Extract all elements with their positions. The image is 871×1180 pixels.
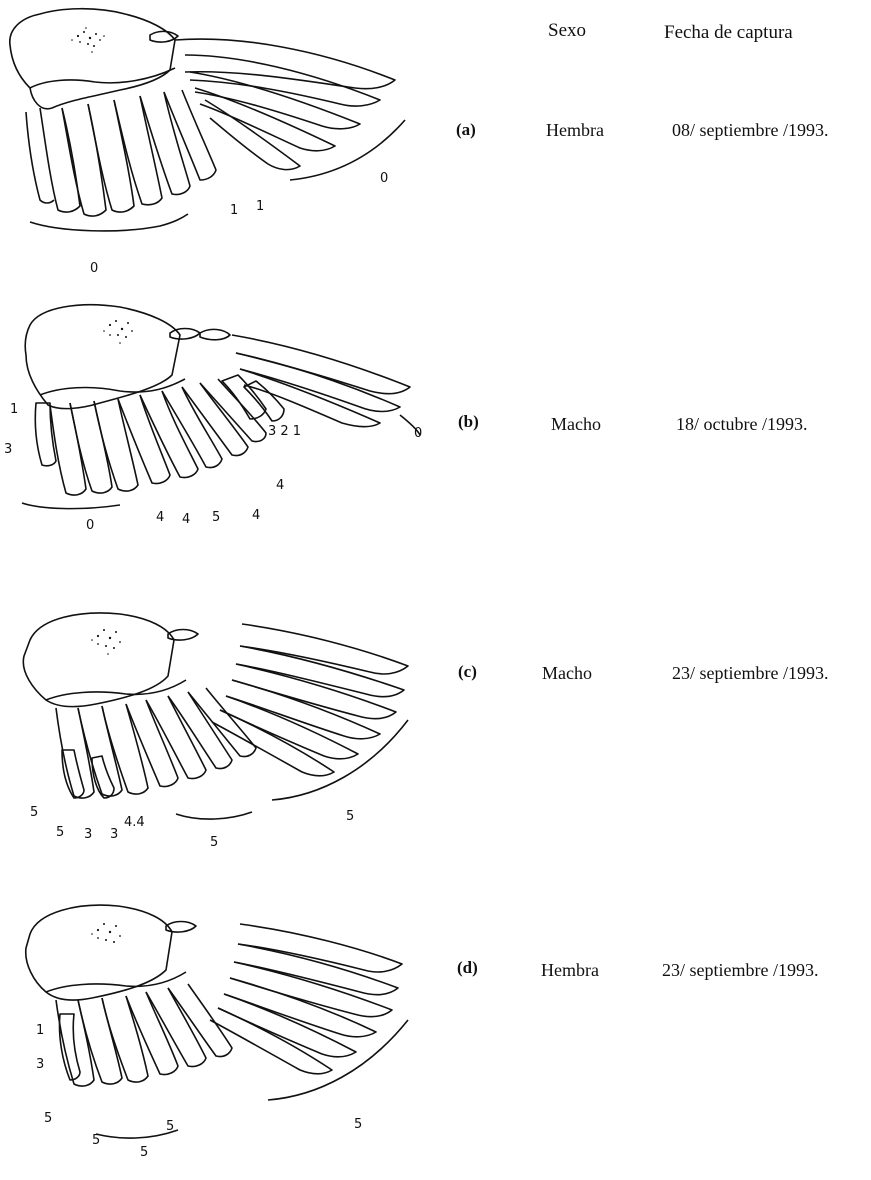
wing-c-score-left: 5	[30, 805, 38, 820]
wing-d-score-secondaries: 5	[166, 1119, 174, 1134]
wing-a-coverts	[10, 9, 175, 109]
wing-b-score-feather-4: 4	[252, 508, 260, 523]
wing-d-score-left-low: 5	[44, 1111, 52, 1126]
wing-c-score-lower-3: 3	[110, 827, 118, 842]
row-c-date: 23/ septiembre /1993.	[672, 663, 828, 684]
wing-a-score-secondaries: 0	[90, 261, 98, 276]
wing-b-score-left-top: 1	[10, 402, 18, 417]
row-d-sex: Hembra	[541, 960, 599, 981]
wing-b-score-feather-2: 4	[182, 512, 190, 527]
wing-a-svg: 0 0 1 1	[0, 0, 430, 290]
wing-d-score-primaries: 5	[354, 1117, 362, 1132]
wing-c-score-lower-1: 5	[56, 825, 64, 840]
header-capture-date: Fecha de captura	[664, 22, 793, 44]
row-d-label: (d)	[457, 958, 478, 978]
wing-a-score-misc1: 1	[230, 203, 238, 218]
wing-c-svg: 5 5 3 3 4.4 5 5	[0, 600, 430, 890]
row-c-label: (c)	[458, 662, 477, 682]
wing-b-coverts	[25, 305, 180, 409]
wing-drawing-d: 1 3 5 5 5 5 5	[0, 890, 430, 1180]
wing-drawing-c: 5 5 3 3 4.4 5 5	[0, 600, 430, 890]
wing-d-score-lower-2: 5	[140, 1145, 148, 1160]
row-a-sex: Hembra	[546, 120, 604, 141]
row-d-date: 23/ septiembre /1993.	[662, 960, 818, 981]
row-a-date: 08/ septiembre /1993.	[672, 120, 828, 141]
wing-b-score-primaries: 0	[414, 426, 422, 441]
wing-b-score-tertials: 3 2 1	[268, 424, 301, 439]
wing-c-score-mid: 5	[210, 835, 218, 850]
wing-b-score-feather-5: 4	[276, 478, 284, 493]
row-a-label: (a)	[456, 120, 476, 140]
wing-a-score-misc2: 1	[256, 199, 264, 214]
wing-b-score-feather-1: 4	[156, 510, 164, 525]
wing-drawing-b: 1 3 0 0 3 2 1 4 4 5 4 4	[0, 295, 430, 585]
wing-d-score-left-top: 1	[36, 1023, 44, 1038]
row-b-date: 18/ octubre /1993.	[676, 414, 807, 435]
wing-b-svg: 1 3 0 0 3 2 1 4 4 5 4 4	[0, 295, 430, 585]
row-b-label: (b)	[458, 412, 479, 432]
wing-c-score-lower-4: 4.4	[124, 815, 145, 830]
wing-b-score-left-mid: 3	[4, 442, 12, 457]
wing-b-score-feather-3: 5	[212, 510, 220, 525]
row-c-sex: Macho	[542, 663, 592, 684]
wing-d-svg: 1 3 5 5 5 5 5	[0, 890, 430, 1180]
wing-d-score-left-mid: 3	[36, 1057, 44, 1072]
wing-c-score-lower-2: 3	[84, 827, 92, 842]
wing-d-score-lower-1: 5	[92, 1133, 100, 1148]
wing-c-score-primaries: 5	[346, 809, 354, 824]
wing-b-score-secondaries: 0	[86, 518, 94, 533]
header-sex: Sexo	[548, 20, 586, 42]
row-b-sex: Macho	[551, 414, 601, 435]
wing-a-score-primaries: 0	[380, 171, 388, 186]
wing-drawing-a: 0 0 1 1	[0, 0, 430, 290]
